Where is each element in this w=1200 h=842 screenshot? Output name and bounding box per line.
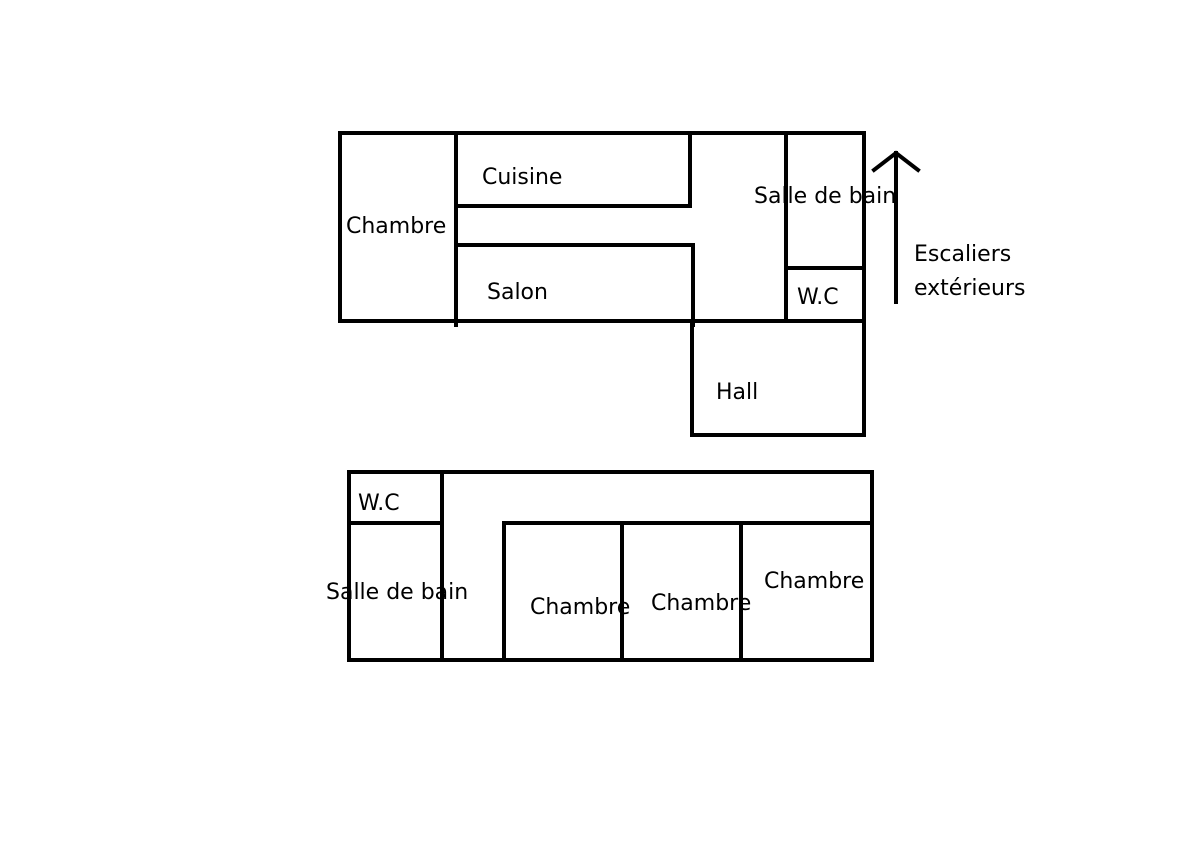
lower-main-outline [347,470,874,662]
upper-floor: Chambre Cuisine Salon Salle de bain W.C … [338,131,1025,437]
lower-floor: W.C Salle de bain Chambre Chambre Chambr… [326,470,874,662]
stairs-label-line2: extérieurs [914,276,1025,301]
room-label-lower-wc: W.C [358,491,400,516]
room-label-chambre-3: Chambre [764,569,864,594]
room-label-hall: Hall [716,380,758,405]
room-label-lower-salle-de-bain: Salle de bain [326,580,468,605]
room-label-wc: W.C [797,285,839,310]
room-label-salle-de-bain: Salle de bain [754,184,896,209]
stairs-arrow-icon [871,150,921,304]
upper-main-outline [338,131,866,323]
room-label-salon: Salon [487,280,548,305]
stairs-label-line1: Escaliers [914,242,1011,267]
room-label-chambre: Chambre [346,214,446,239]
hall-outline [690,319,866,437]
room-label-chambre-2: Chambre [651,591,751,616]
room-label-chambre-1: Chambre [530,595,630,620]
room-label-cuisine: Cuisine [482,165,562,190]
